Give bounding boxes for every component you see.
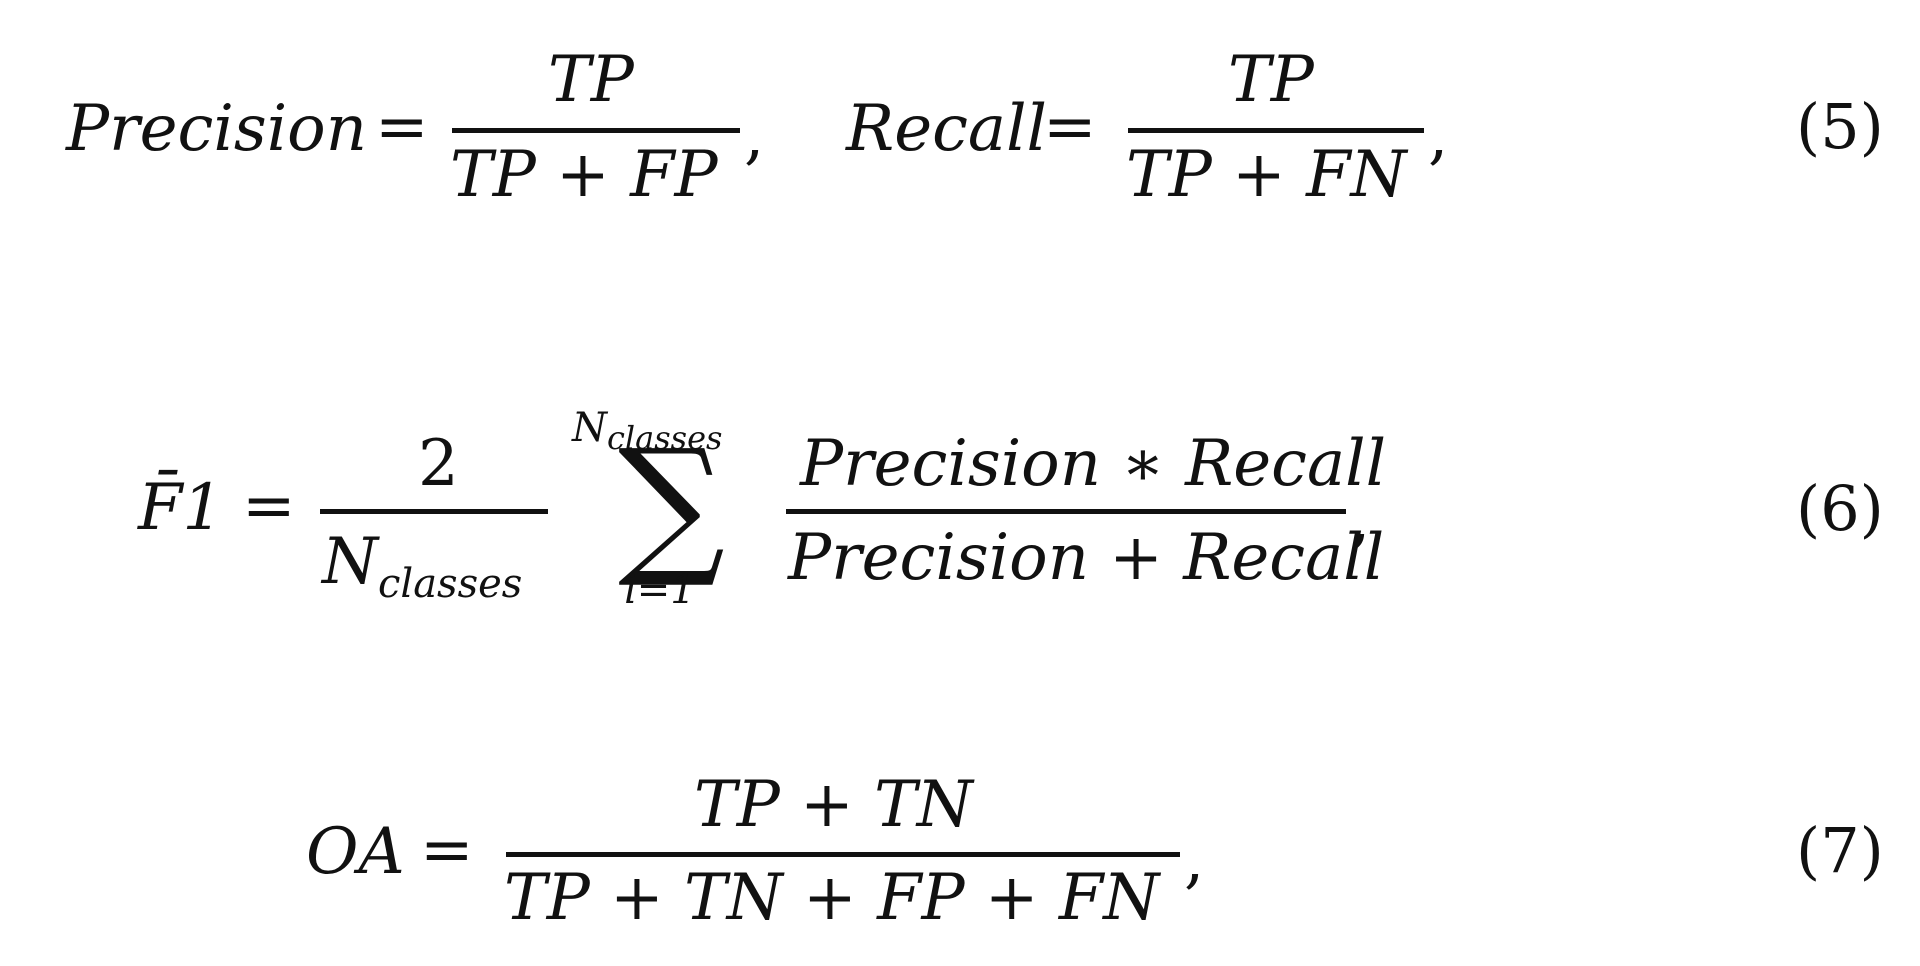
oa-denominator: TP + TN + FP + FN [504, 861, 1160, 935]
denominator-main: N [322, 525, 378, 599]
precision-fraction-bar [452, 128, 740, 133]
equals-sign: = [1043, 90, 1097, 164]
equation-6: F̄1 = 2 Nclasses Nclasses ∑ i=1 Precisio… [138, 405, 1884, 613]
oa-numerator: TP + TN [694, 768, 973, 842]
summation-symbol: ∑ [618, 418, 726, 592]
term-fraction-bar [786, 509, 1346, 514]
sum-upper-main: N [572, 405, 607, 451]
term-denominator: Precision + Recall [788, 521, 1385, 595]
equals-sign: = [375, 90, 429, 164]
equals-sign: = [242, 469, 296, 543]
oa-fraction-bar [506, 852, 1180, 857]
fraction-denominator: Nclasses [322, 530, 522, 604]
comma: , [1428, 99, 1449, 173]
comma: , [1350, 483, 1371, 557]
term-numerator: Precision ∗ Recall [800, 427, 1387, 501]
denominator-subscript: classes [378, 561, 523, 607]
equation-number: (6) [1796, 472, 1884, 545]
fraction-bar [320, 509, 548, 514]
mean-f1-label: F̄1 [138, 471, 224, 545]
equation-5: Precision = TP TP + FP , Recall = TP TP … [0, 0, 1920, 260]
recall-label: Recall [846, 92, 1047, 166]
precision-numerator: TP [548, 43, 634, 117]
recall-denominator: TP + FN [1126, 138, 1407, 212]
precision-label: Precision [66, 92, 367, 166]
equation-number: (5) [1796, 90, 1884, 163]
recall-fraction-bar [1128, 128, 1424, 133]
fraction-numerator: 2 [418, 427, 459, 501]
sum-upper-limit: Nclasses [572, 405, 722, 454]
comma: , [744, 99, 765, 173]
sum-lower-limit: i=1 [624, 567, 696, 613]
oa-label: OA [306, 815, 405, 889]
sum-upper-subscript: classes [607, 419, 723, 457]
recall-numerator: TP [1228, 43, 1314, 117]
equation-number: (7) [1796, 814, 1884, 887]
equals-sign: = [420, 813, 474, 887]
comma: , [1184, 823, 1205, 897]
precision-denominator: TP + FP [450, 138, 718, 212]
